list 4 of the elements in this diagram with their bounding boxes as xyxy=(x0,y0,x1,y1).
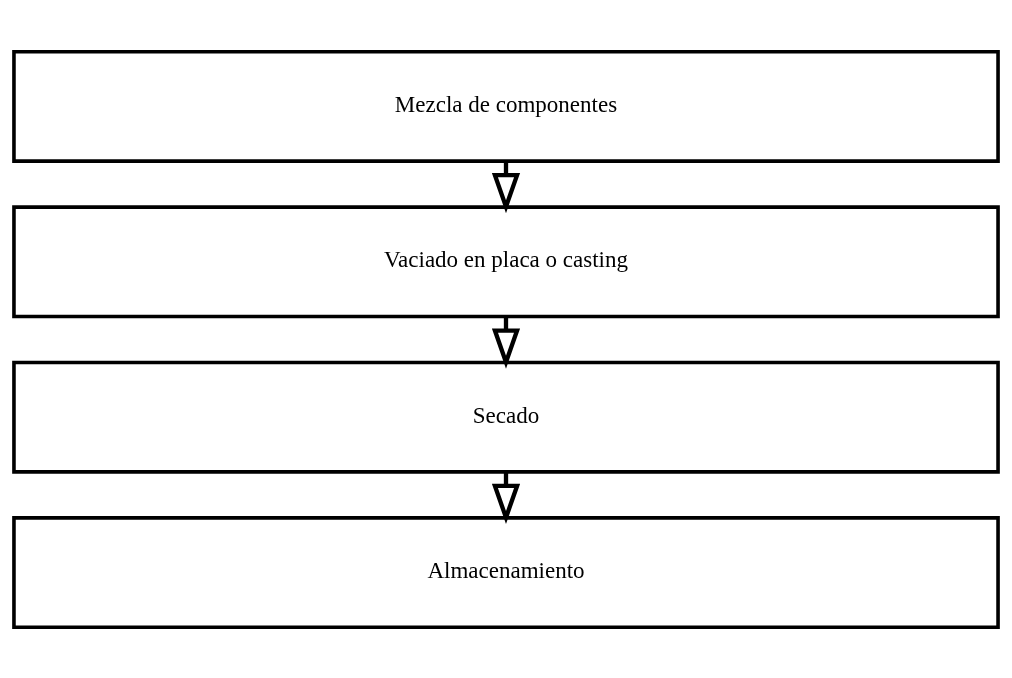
node-box: Secado xyxy=(12,360,1000,474)
node-box: Almacenamiento xyxy=(12,515,1000,629)
node-box: Vaciado en placa o casting xyxy=(12,204,1000,318)
node-box: Mezcla de componentes xyxy=(12,49,1000,163)
